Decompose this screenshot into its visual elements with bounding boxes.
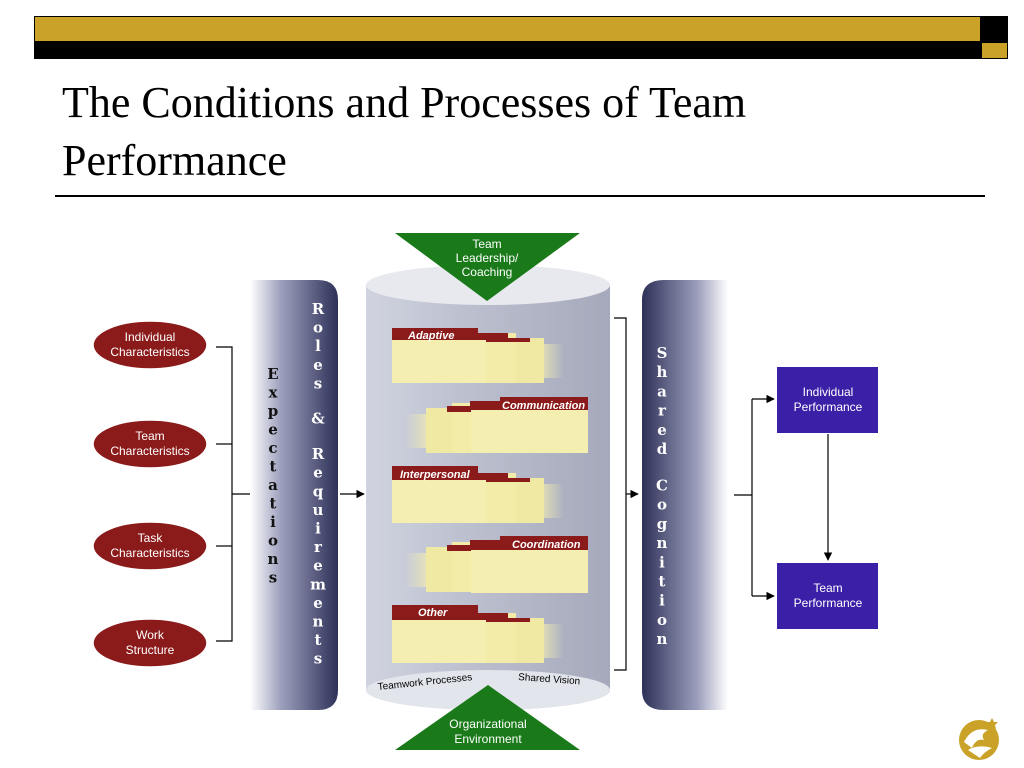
output-team-performance: Team Performance — [777, 563, 878, 629]
output-label-line2: Performance — [794, 400, 863, 414]
process-other: Other — [392, 605, 564, 663]
input-label-line1: Team — [135, 429, 164, 443]
input-label-line2: Structure — [126, 643, 175, 657]
header-banner — [34, 16, 1008, 59]
cylinder-bracket — [614, 317, 639, 671]
environment-line2: Environment — [454, 732, 522, 746]
pegasus-logo — [959, 718, 999, 760]
input-bracket — [216, 346, 259, 642]
leadership-line2: Leadership/ — [456, 251, 519, 265]
environment-triangle: Organizational Environment — [395, 685, 580, 750]
output-individual-performance: Individual Performance — [777, 367, 878, 433]
banner-black-bar — [34, 42, 981, 59]
input-label-line1: Individual — [125, 330, 176, 344]
title-rule — [55, 195, 985, 197]
banner-gold-bar — [34, 16, 981, 42]
shared-vision-label: Shared Vision — [518, 672, 581, 687]
output-label-line1: Individual — [803, 385, 854, 399]
leadership-line1: Team — [472, 237, 501, 251]
input-team-characteristics: Team Characteristics — [92, 419, 208, 469]
environment-line1: Organizational — [449, 717, 526, 731]
process-communication: Communication — [405, 397, 588, 453]
output-label-line2: Performance — [794, 596, 863, 610]
output-label-line1: Team — [813, 581, 842, 595]
process-adaptive: Adaptive — [392, 328, 564, 383]
banner-black-square — [981, 16, 1008, 42]
input-label-line2: Characteristics — [110, 546, 189, 560]
input-label-line2: Characteristics — [110, 345, 189, 359]
leadership-line3: Coaching — [462, 265, 513, 279]
leadership-triangle: Team Leadership/ Coaching — [395, 233, 580, 301]
process-label-interpersonal: Interpersonal — [400, 469, 471, 481]
process-label-communication: Communication — [502, 400, 585, 412]
process-coordination: Coordination — [405, 536, 588, 593]
process-label-coordination: Coordination — [512, 539, 581, 551]
process-label-other: Other — [418, 607, 448, 619]
slide-title: The Conditions and Processes of Team Per… — [62, 78, 747, 185]
input-individual-characteristics: Individual Characteristics — [92, 320, 208, 370]
input-task-characteristics: Task Characteristics — [92, 521, 208, 571]
output-bracket — [734, 394, 775, 601]
banner-gold-square — [981, 42, 1008, 59]
process-interpersonal: Interpersonal — [392, 466, 564, 523]
input-work-structure: Work Structure — [92, 618, 208, 668]
input-label-line1: Task — [138, 531, 164, 545]
input-label-line2: Characteristics — [110, 444, 189, 458]
input-label-line1: Work — [136, 628, 165, 642]
process-label-adaptive: Adaptive — [407, 330, 454, 342]
